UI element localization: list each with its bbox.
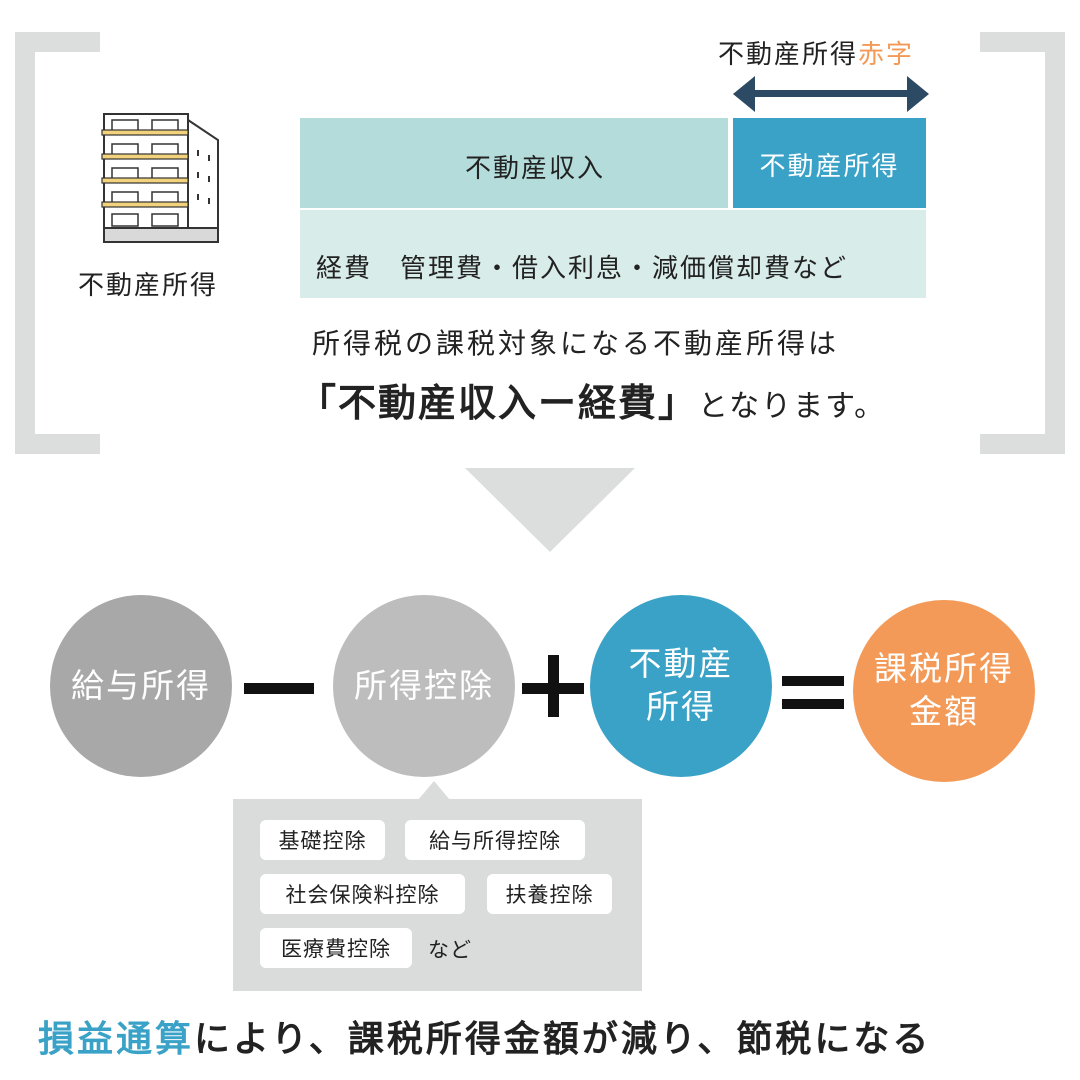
down-triangle-icon	[465, 468, 635, 552]
taxable-line1: 課税所得	[874, 649, 1014, 689]
income-label: 不動産収入	[464, 154, 605, 184]
deduction-tag-social-insurance: 社会保険料控除	[260, 874, 465, 914]
taxable-income-circle: 課税所得 金額	[853, 600, 1035, 782]
income-deduction-label: 所得控除	[354, 665, 494, 705]
minus-sign	[244, 683, 314, 694]
deduction-tag-medical: 医療費控除	[260, 928, 412, 968]
real-estate-income-circle: 不動産 所得	[590, 595, 772, 777]
explain-line2: 「不動産収入ー経費」となります。	[298, 372, 886, 427]
explain-formula: 「不動産収入ー経費」	[298, 381, 699, 425]
callout-pointer	[418, 781, 450, 800]
explain-suffix: となります。	[698, 389, 887, 424]
explain-line1: 所得税の課税対象になる不動産所得は	[312, 327, 840, 360]
deduction-tag-salary: 給与所得控除	[405, 820, 585, 860]
building-caption: 不動産所得	[78, 271, 219, 301]
profit-bar	[733, 118, 926, 208]
deduction-tag-dependent: 扶養控除	[487, 874, 612, 914]
deduction-tag-basic: 基礎控除	[260, 820, 385, 860]
deficit-label: 不動産所得赤字	[718, 34, 914, 71]
deduction-etc: など	[428, 938, 472, 962]
footer-message: 損益通算により、課税所得金額が減り、節税になる	[38, 1010, 931, 1062]
expense-label: 経費 管理費・借入利息・減価償却費など	[316, 254, 849, 284]
footer-highlight: 損益通算	[38, 1019, 195, 1060]
salary-income-circle: 給与所得	[50, 595, 232, 777]
deficit-label-text: 不動産所得	[718, 40, 859, 70]
income-deduction-circle: 所得控除	[333, 595, 515, 777]
apartment-building-icon	[100, 110, 222, 249]
deficit-word: 赤字	[858, 40, 915, 70]
income-bar	[300, 118, 728, 208]
footer-rest: により、課税所得金額が減り、節税になる	[194, 1019, 932, 1060]
real-estate-line1: 不動産	[628, 644, 734, 684]
real-estate-line2: 所得	[646, 687, 716, 726]
expense-bar	[300, 210, 926, 298]
taxable-line2: 金額	[909, 692, 979, 731]
salary-income-label: 給与所得	[71, 665, 211, 705]
profit-label: 不動産所得	[759, 152, 900, 182]
